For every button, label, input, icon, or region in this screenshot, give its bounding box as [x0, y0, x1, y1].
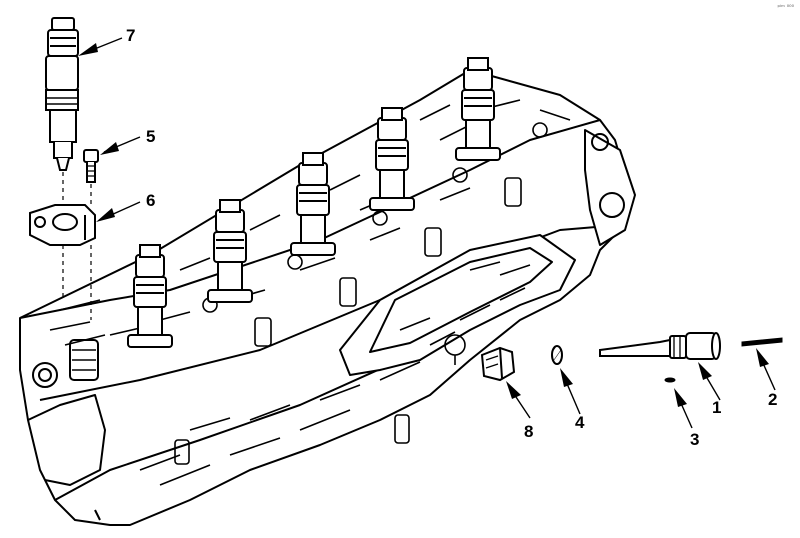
part-o-ring [551, 345, 563, 365]
installed-injectors [127, 57, 501, 348]
callout-5: 5 [146, 127, 155, 146]
callout-1: 1 [712, 398, 721, 417]
part-clamp [29, 204, 96, 246]
callout-3: 3 [690, 430, 699, 449]
part-injector [45, 17, 79, 171]
cylinder-head [19, 69, 636, 526]
callout-2: 2 [768, 390, 777, 409]
callout-7: 7 [126, 26, 135, 45]
head-surface-detail [49, 99, 571, 486]
callout-labels: 1 2 3 4 5 6 7 8 [126, 26, 777, 449]
part-connector-tube [599, 332, 721, 360]
installed-injector [290, 152, 336, 256]
corner-reference-tag: ᵖⁱᵐ ⁰⁰⁰ [777, 4, 794, 11]
installed-injector [455, 57, 501, 161]
installed-injector [369, 107, 415, 211]
callout-6: 6 [146, 191, 155, 210]
part-plug [480, 346, 516, 382]
installed-injector [127, 244, 173, 348]
part-pin [741, 337, 783, 347]
callout-8: 8 [524, 422, 533, 441]
assembly-lines [62, 172, 92, 320]
installed-injector [207, 199, 253, 303]
part-bolt [83, 149, 99, 183]
callout-4: 4 [575, 413, 585, 432]
leader-arrows [78, 37, 776, 429]
part-ball [664, 377, 676, 383]
